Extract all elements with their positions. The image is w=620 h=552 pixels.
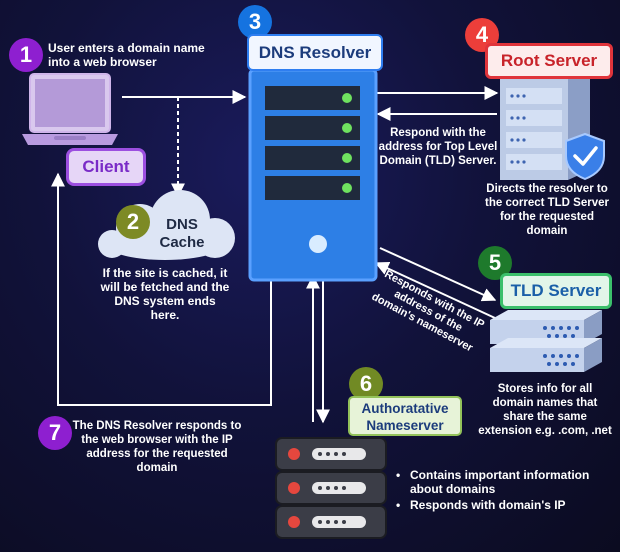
step-2-text: If the site is cached, it will be fetche… xyxy=(100,266,230,322)
step-5-text: Stores info for all domain names that sh… xyxy=(478,383,612,437)
client-label: Client xyxy=(66,148,146,186)
arrow-resolver-to-client xyxy=(51,172,272,406)
shield-check-icon xyxy=(565,132,605,181)
nameserver-stack-icon xyxy=(275,437,387,539)
root-response-note: Respond with the address for Top Level D… xyxy=(378,127,498,167)
nameserver-bullet-1: Contains important information about dom… xyxy=(396,468,596,496)
step-7-badge: 7 xyxy=(38,416,72,450)
nameserver-label: Authoratative Nameserver xyxy=(348,396,462,436)
arrow-tld-to-resolver xyxy=(374,261,496,319)
step-1-badge: 1 xyxy=(9,38,43,72)
root-server-label: Root Server xyxy=(485,43,613,79)
tld-server-label: TLD Server xyxy=(500,273,612,309)
step-3-badge: 3 xyxy=(238,5,272,39)
nameserver-bullets: Contains important information about dom… xyxy=(396,468,596,514)
arrow-resolver-to-tld xyxy=(379,247,497,302)
step-1-text: User enters a domain name into a web bro… xyxy=(48,41,205,69)
step-6-badge: 6 xyxy=(349,367,383,401)
tld-server-icon xyxy=(490,310,602,372)
step-4-text: Directs the resolver to the correct TLD … xyxy=(485,183,609,237)
dns-cache-label: DNS Cache xyxy=(159,216,205,251)
nameserver-bullet-2: Responds with domain's IP xyxy=(396,498,596,512)
laptop-icon xyxy=(22,73,118,145)
step-7-text: The DNS Resolver responds to the web bro… xyxy=(72,420,242,474)
dns-resolver-label: DNS Resolver xyxy=(247,34,383,71)
step-2-badge: 2 xyxy=(116,205,150,239)
dns-cache-cloud-icon xyxy=(98,190,235,260)
dns-resolver-server-icon xyxy=(248,68,378,282)
root-server-icon xyxy=(500,70,590,180)
